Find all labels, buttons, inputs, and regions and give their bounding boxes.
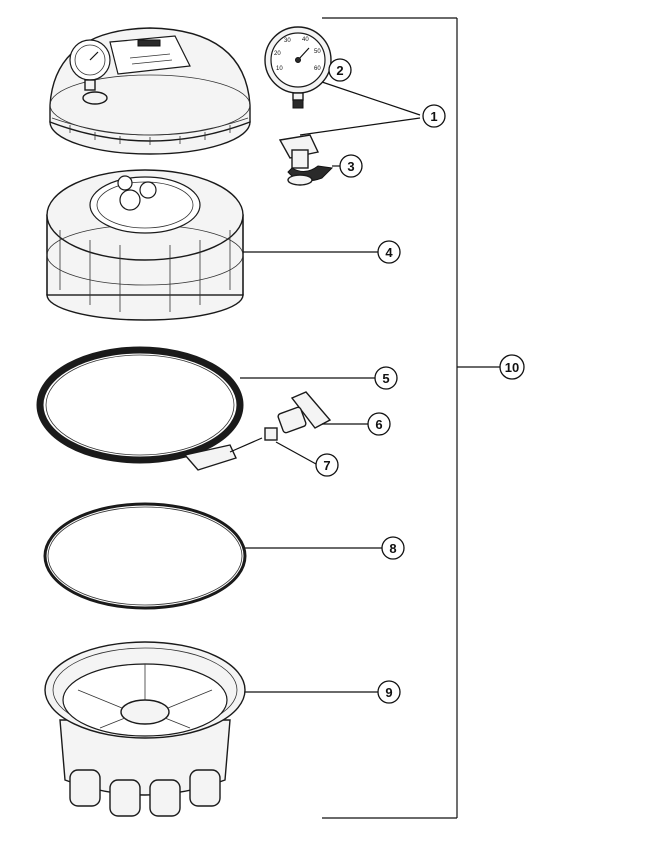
- gauge-dial-number: 40: [302, 37, 309, 43]
- gauge-dial-number: 30: [284, 38, 291, 44]
- part-air-relief-valve: [278, 117, 421, 186]
- callout-8: 8: [381, 536, 405, 560]
- callout-label: 5: [382, 371, 389, 386]
- gauge-dial-number: 60: [314, 66, 321, 72]
- callout-3: 3: [339, 154, 363, 178]
- part-dome-lid: [49, 27, 251, 155]
- part-clamp-band: [36, 346, 375, 471]
- callout-label: 2: [336, 63, 343, 78]
- callout-label: 1: [430, 109, 437, 124]
- callout-label: 4: [385, 245, 393, 260]
- callout-10: 10: [499, 354, 525, 380]
- part-pressure-gauge: 10 20 30 40 50 60: [264, 26, 421, 116]
- callout-label: 8: [389, 541, 396, 556]
- assembly-bracket: [322, 17, 500, 819]
- callout-7: 7: [315, 453, 339, 477]
- callout-5: 5: [374, 366, 398, 390]
- callout-label: 3: [347, 159, 354, 174]
- callout-2: 2: [328, 58, 352, 82]
- gauge-dial-number: 50: [314, 49, 321, 55]
- part-clamp-knob: [277, 391, 368, 434]
- callout-label: 7: [323, 458, 330, 473]
- callout-label: 9: [385, 685, 392, 700]
- part-valve-body: [46, 169, 378, 321]
- callout-4: 4: [377, 240, 401, 264]
- callout-9: 9: [377, 680, 401, 704]
- callout-label: 10: [505, 360, 519, 375]
- gauge-dial-number: 20: [274, 51, 281, 57]
- callout-6: 6: [367, 412, 391, 436]
- callout-1: 1: [422, 104, 446, 128]
- gauge-dial-number: 10: [276, 66, 283, 72]
- part-o-ring: [43, 502, 382, 610]
- callout-label: 6: [375, 417, 382, 432]
- part-nut: [264, 427, 317, 465]
- part-tank-base: [44, 641, 378, 817]
